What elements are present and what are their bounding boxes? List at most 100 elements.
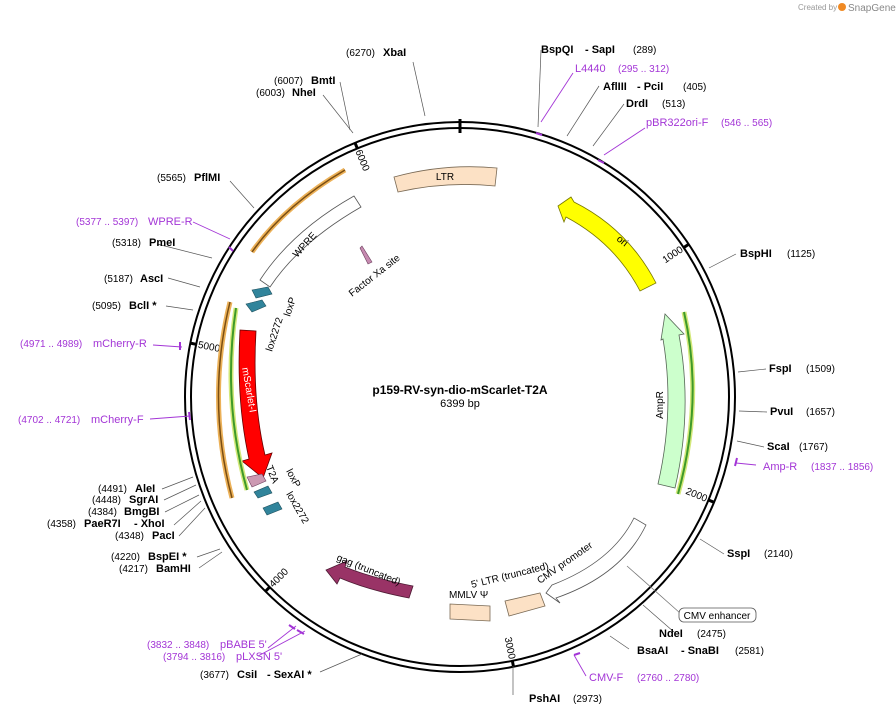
enzyme-name-2: - PciI bbox=[637, 81, 663, 93]
primer-name: CMV-F bbox=[589, 672, 624, 684]
t2a-label: T2A bbox=[263, 464, 280, 485]
enzyme-name: AflIII bbox=[603, 81, 627, 93]
enzyme-name: FspI bbox=[769, 363, 792, 375]
snapgene-brand: SnapGene bbox=[848, 3, 896, 14]
mmlv-psi-label: MMLV Ψ bbox=[449, 590, 488, 601]
enzyme-pos: (4358) bbox=[47, 519, 76, 530]
left-orf-arrow bbox=[217, 301, 233, 499]
plasmid-name: p159-RV-syn-dio-mScarlet-T2A bbox=[372, 383, 547, 397]
enzyme-pos: (4348) bbox=[115, 531, 144, 542]
enzyme-name: NdeI bbox=[659, 628, 683, 640]
mscarlet-feature[interactable] bbox=[238, 329, 273, 479]
mmlv-psi-feature[interactable] bbox=[449, 603, 491, 622]
enzyme-name: BmtI bbox=[311, 75, 335, 87]
enzyme-name: PmeI bbox=[149, 237, 175, 249]
enzyme-name: CsiI bbox=[237, 669, 257, 681]
enzyme-name: SgrAI bbox=[129, 494, 158, 506]
enzyme-pos: (289) bbox=[633, 45, 656, 56]
enzyme-labels: (6270) XbaI (6007) BmtI (6003) NheI (556… bbox=[47, 44, 835, 705]
primer-name: pBR322ori-F bbox=[646, 117, 709, 129]
tick-mark bbox=[190, 341, 197, 346]
primer-range: (4971 .. 4989) bbox=[20, 339, 82, 350]
enzyme-pos: (5095) bbox=[92, 301, 121, 312]
mscarlet-orf-arrow bbox=[229, 307, 248, 491]
lox2272-upper-feature[interactable] bbox=[245, 299, 267, 313]
factor-xa-feature[interactable] bbox=[359, 245, 373, 265]
enzyme-name: PshAI bbox=[529, 693, 560, 705]
primer-name: pLXSN 5' bbox=[236, 651, 282, 663]
enzyme-name: AleI bbox=[135, 483, 155, 495]
enzyme-name-2: - SapI bbox=[585, 44, 615, 56]
loxp-lower-label: loxP bbox=[283, 467, 302, 490]
enzyme-name: AscI bbox=[140, 273, 163, 285]
ampr-feature[interactable] bbox=[657, 313, 686, 489]
enzyme-pos: (3677) bbox=[200, 670, 229, 681]
loxp-lower-feature[interactable] bbox=[253, 485, 273, 499]
t2a-feature[interactable] bbox=[246, 473, 267, 488]
tick-mark bbox=[682, 243, 690, 249]
tick-label: 4000 bbox=[267, 566, 291, 590]
enzyme-pos: (405) bbox=[683, 82, 706, 93]
factor-xa-label: Factor Xa site bbox=[347, 252, 403, 299]
enzyme-pos: (1657) bbox=[806, 407, 835, 418]
enzyme-pos: (5318) bbox=[112, 238, 141, 249]
enzyme-pos: (1767) bbox=[799, 442, 828, 453]
tick-mark bbox=[510, 660, 515, 668]
tick-mark bbox=[264, 586, 271, 593]
created-by-label: Created by bbox=[798, 3, 837, 12]
lox2272-upper-label: lox2272 bbox=[264, 316, 285, 353]
enzyme-name: BspEI * bbox=[148, 551, 187, 563]
enzyme-pos: (4491) bbox=[98, 484, 127, 495]
tick-label: 1000 bbox=[661, 244, 686, 266]
enzyme-name-2: - XhoI bbox=[134, 518, 165, 530]
loxp-upper-feature[interactable] bbox=[251, 286, 273, 299]
enzyme-pos: (1125) bbox=[787, 249, 815, 260]
enzyme-name: SspI bbox=[727, 548, 750, 560]
primer-range: (546 .. 565) bbox=[721, 118, 772, 129]
enzyme-pos: (4384) bbox=[88, 507, 117, 518]
snapgene-logo-icon bbox=[838, 3, 846, 11]
enzyme-pos: (6007) bbox=[274, 76, 303, 87]
primer-name: mCherry-F bbox=[91, 414, 144, 426]
tick-mark bbox=[707, 498, 715, 504]
loxp-upper-label: loxP bbox=[282, 296, 299, 318]
primer-range: (3794 .. 3816) bbox=[163, 652, 225, 663]
ltr-label: LTR bbox=[436, 172, 454, 183]
wpre-orf-arrow bbox=[251, 169, 346, 253]
cmv-enhancer-box[interactable] bbox=[678, 607, 757, 623]
enzyme-name: NheI bbox=[292, 87, 316, 99]
primer-range: (5377 .. 5397) bbox=[76, 217, 138, 228]
ori-feature[interactable] bbox=[557, 196, 657, 292]
tick-label: 6000 bbox=[352, 148, 371, 173]
ampr-orf-arrow bbox=[677, 311, 694, 495]
enzyme-name: ScaI bbox=[767, 441, 790, 453]
enzyme-pos: (5565) bbox=[157, 173, 186, 184]
primer-name: L4440 bbox=[575, 63, 606, 75]
enzyme-name: PaeR7I bbox=[84, 518, 121, 530]
enzyme-name: BclI * bbox=[129, 300, 157, 312]
primer-ticks bbox=[179, 132, 738, 656]
enzyme-pos: (2475) bbox=[697, 629, 726, 640]
gag-feature[interactable] bbox=[325, 560, 414, 599]
tick-label: 2000 bbox=[684, 486, 709, 505]
enzyme-name-2: - SexAI * bbox=[267, 669, 312, 681]
ltr-feature[interactable] bbox=[393, 166, 498, 193]
enzyme-name: PacI bbox=[152, 530, 175, 542]
primer-range: (295 .. 312) bbox=[618, 64, 669, 75]
enzyme-name: PflMI bbox=[194, 172, 220, 184]
tick-label: 3000 bbox=[502, 636, 517, 660]
wpre-feature[interactable] bbox=[259, 195, 362, 288]
ltr5-feature[interactable] bbox=[504, 592, 546, 617]
cmv-enhancer-label: CMV enhancer bbox=[684, 611, 751, 622]
lox2272-lower-feature[interactable] bbox=[262, 501, 283, 516]
enzyme-name: XbaI bbox=[383, 47, 406, 59]
ori-label: ori bbox=[614, 234, 630, 250]
enzyme-name: BspHI bbox=[740, 248, 772, 260]
enzyme-name: BmgBI bbox=[124, 506, 159, 518]
primer-range: (2760 .. 2780) bbox=[637, 673, 699, 684]
enzyme-pos: (2581) bbox=[735, 646, 764, 657]
cmv-promoter-feature[interactable] bbox=[545, 517, 647, 604]
enzyme-pos: (5187) bbox=[104, 274, 133, 285]
primer-range: (4702 .. 4721) bbox=[18, 415, 80, 426]
enzyme-pos: (6003) bbox=[256, 88, 285, 99]
